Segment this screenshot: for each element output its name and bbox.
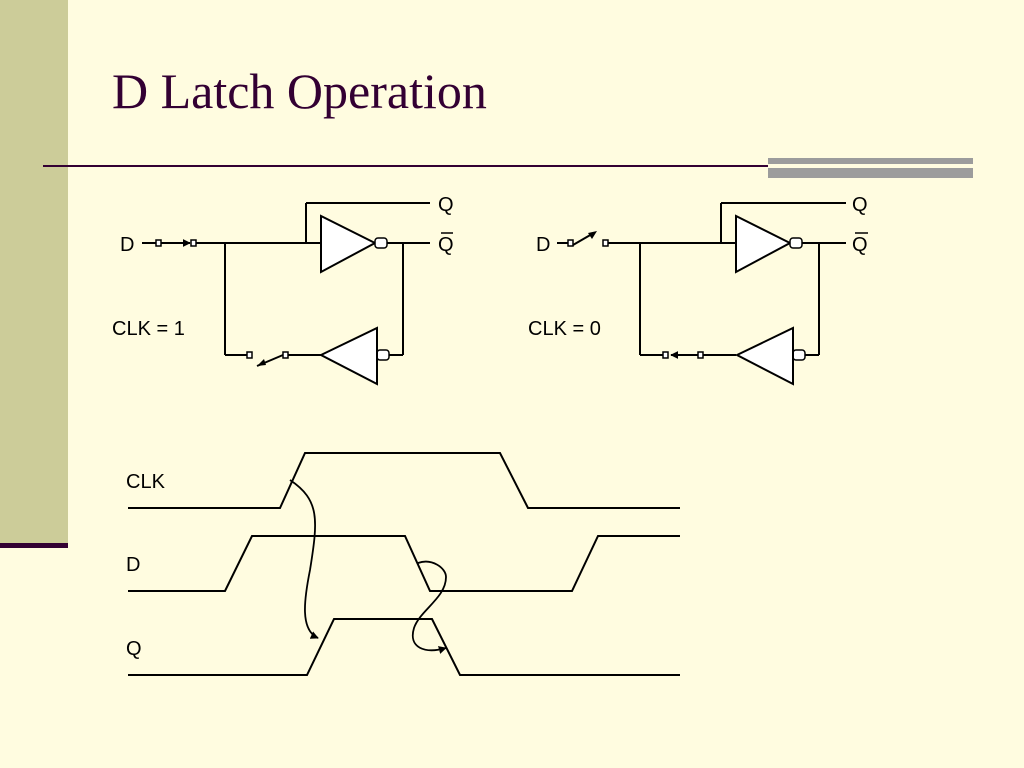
- switch-terminal: [246, 351, 253, 359]
- switch-terminal: [155, 239, 162, 247]
- inverter-bubble: [374, 237, 388, 249]
- inverter-feedback: [318, 326, 378, 386]
- inverter-bubble: [376, 349, 390, 361]
- clk-waveform: [128, 452, 680, 509]
- inverter-forward: [735, 214, 793, 274]
- latch-clk1: [142, 202, 453, 386]
- slide-title: D Latch Operation: [112, 63, 487, 119]
- open-switch-arm: [572, 233, 593, 246]
- latch-clk0: [557, 202, 868, 386]
- switch-terminal: [190, 239, 197, 247]
- switch-arrowhead: [588, 231, 597, 239]
- switch-terminal: [602, 239, 609, 247]
- inverter-bubble: [792, 349, 806, 361]
- switch-terminal: [567, 239, 574, 247]
- sidebar-accent-bar: [0, 543, 68, 548]
- latch0-clk-label: CLK = 0: [528, 318, 601, 340]
- clk-to-q-arrow: [289, 479, 319, 639]
- title-underline: [43, 165, 973, 167]
- timing-q-label: Q: [126, 638, 142, 660]
- switch-terminal: [282, 351, 289, 359]
- inverter-bubble: [789, 237, 803, 249]
- switch-terminal: [662, 351, 669, 359]
- timing-d-label: D: [126, 554, 140, 576]
- q-waveform: [128, 618, 680, 676]
- d-waveform: [128, 535, 680, 592]
- sidebar-band: [0, 0, 68, 543]
- latch1-q-label: Q: [438, 194, 454, 216]
- latch1-clk-label: CLK = 1: [112, 318, 185, 340]
- title-decoration-bar: [768, 158, 973, 178]
- switch-arrowhead: [257, 359, 266, 366]
- latch1-d-label: D: [120, 234, 134, 256]
- latch0-d-label: D: [536, 234, 550, 256]
- latch0-qbar-label: Q: [852, 234, 868, 256]
- latch1-qbar-label: Q: [438, 234, 454, 256]
- inverter-forward: [320, 214, 378, 274]
- d-to-q-arrow: [411, 560, 447, 654]
- latch0-q-label: Q: [852, 194, 868, 216]
- inverter-feedback: [734, 326, 794, 386]
- timing-diagram: [128, 452, 680, 676]
- timing-clk-label: CLK: [126, 471, 166, 493]
- switch-terminal: [697, 351, 704, 359]
